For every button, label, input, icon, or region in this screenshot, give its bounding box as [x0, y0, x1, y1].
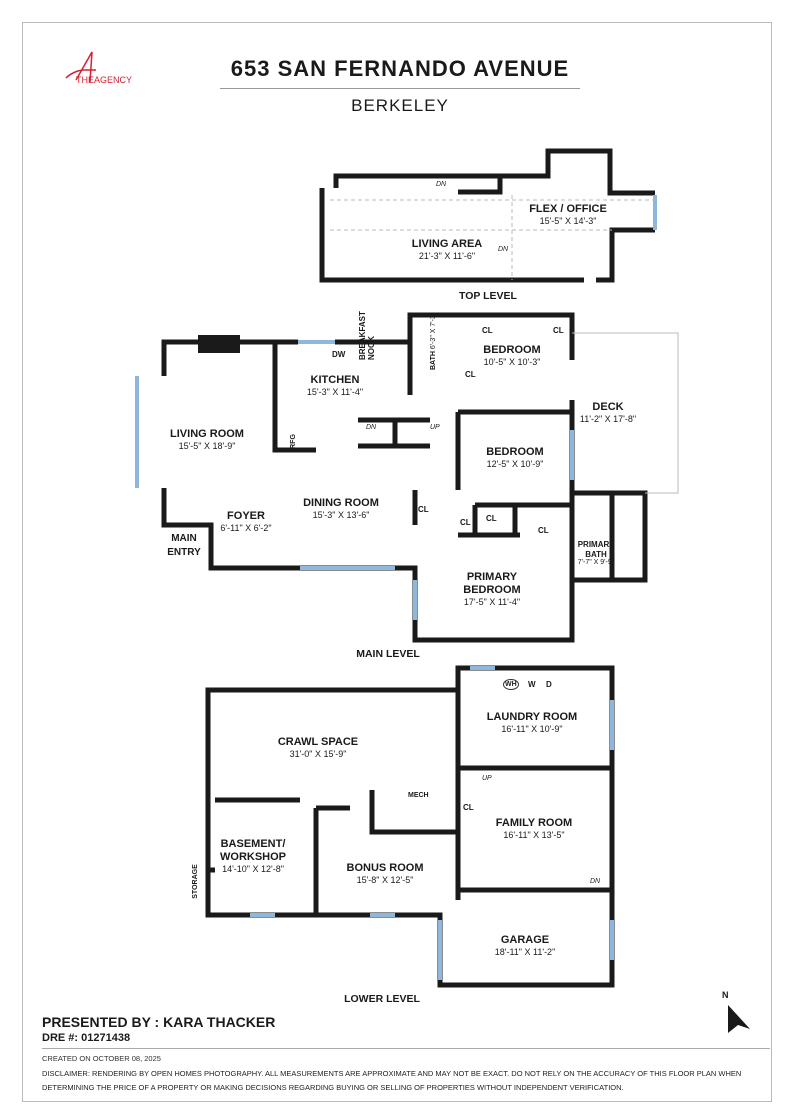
stairs-down-label: DN — [590, 878, 601, 885]
footer-divider — [42, 1048, 770, 1049]
stairs-up-label: UP — [430, 424, 440, 431]
fireplace-label: FP — [216, 344, 225, 351]
closet-label: CL — [460, 518, 471, 527]
disclaimer: DISCLAIMER: RENDERING BY OPEN HOMES PHOT… — [42, 1069, 742, 1092]
refrigerator-label: RFG — [289, 434, 297, 449]
room-breakfast-nook: BREAKFAST NOOK — [358, 311, 376, 360]
stairs-up-label: UP — [482, 775, 492, 782]
page-border — [22, 22, 772, 1102]
city-subtitle: BERKELEY — [351, 96, 449, 115]
presented-by: PRESENTED BY : KARA THACKER — [42, 1014, 276, 1030]
title-divider — [220, 88, 580, 89]
stairs-down-label: DN — [366, 424, 377, 431]
page-title: 653 SAN FERNANDO AVENUE — [230, 56, 570, 81]
level-label-lower: LOWER LEVEL — [344, 993, 420, 1005]
dishwasher-label: DW — [332, 350, 346, 359]
closet-label: CL — [486, 514, 497, 523]
floor-plan-drawing — [135, 148, 679, 988]
closet-label: CL — [482, 326, 493, 335]
storage-label: STORAGE — [191, 864, 199, 899]
brand-name: THEAGENCY — [76, 75, 133, 85]
dryer-label: D — [546, 680, 552, 689]
level-label-main: MAIN LEVEL — [356, 648, 420, 660]
created-date: CREATED ON OCTOBER 08, 2025 — [42, 1054, 161, 1063]
room-bath: BATH 6'-3" X 7'-3" — [430, 312, 437, 370]
compass-label: N — [722, 990, 729, 1000]
washer-label: W — [528, 680, 536, 689]
dre-number: DRE #: 01271438 — [42, 1032, 131, 1044]
closet-label: CL — [465, 370, 476, 379]
closet-label: CL — [538, 526, 549, 535]
water-heater-label: WH — [503, 679, 519, 690]
stairs-down-label: DN — [498, 246, 509, 253]
closet-label: CL — [553, 326, 564, 335]
mechanical-label: MECH — [408, 792, 429, 799]
agency-logo — [65, 51, 96, 83]
closet-label: CL — [418, 505, 429, 514]
stairs-down-label: DN — [436, 181, 447, 188]
main-entry-label: MAIN ENTRY — [167, 533, 201, 558]
level-label-top: TOP LEVEL — [459, 290, 517, 302]
north-arrow-icon — [728, 1005, 750, 1033]
closet-label: CL — [463, 803, 474, 812]
